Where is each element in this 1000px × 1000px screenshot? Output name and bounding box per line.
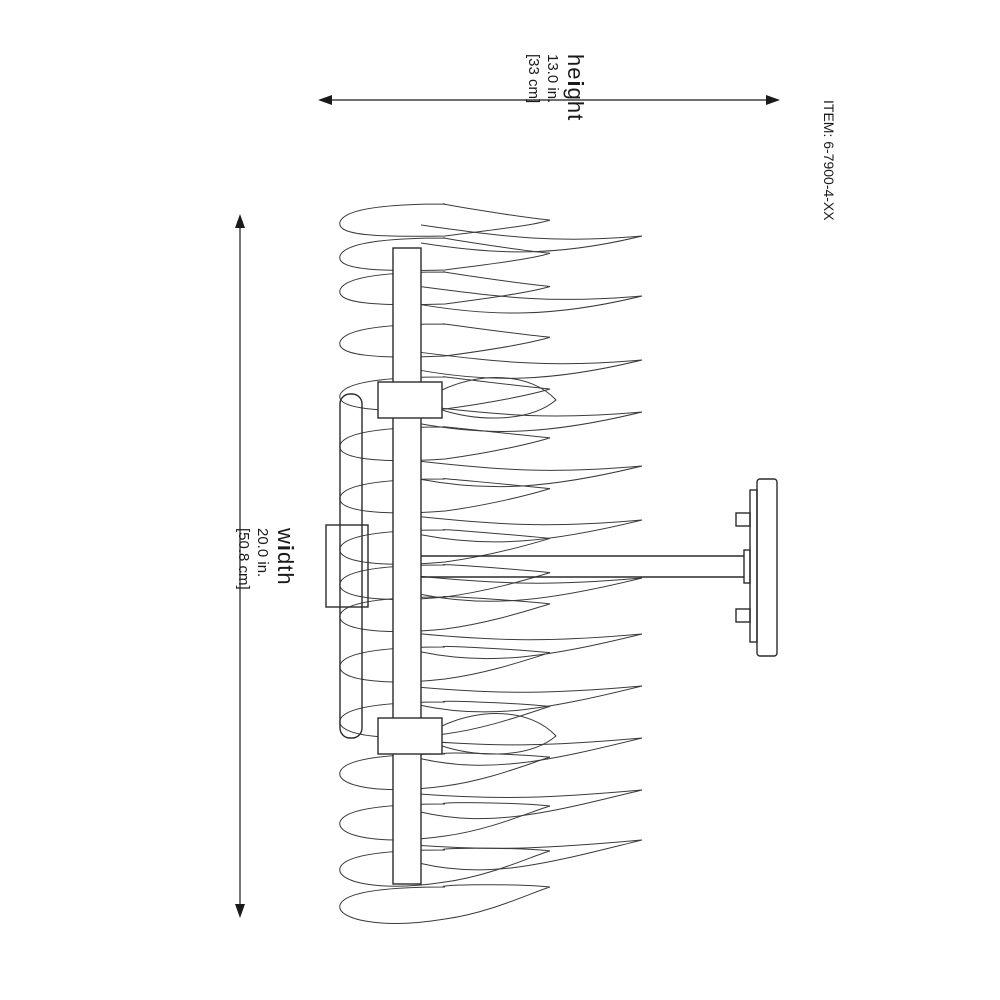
width-word: width [273,528,298,586]
height-label: height 13.0 in. [33 cm] [525,54,588,122]
leaf-short [339,478,551,514]
width-dimension-arrow [235,214,245,918]
frame [325,247,557,885]
canopy-plate [756,478,778,657]
leaf-short [339,884,551,924]
leaf-array [339,203,643,924]
height-word: height [563,54,588,122]
item-code: ITEM: 6-7900-4-XX [821,100,837,221]
canopy-screw-top [735,512,751,527]
leaf-short [339,323,551,358]
height-dimension-arrow [318,95,780,105]
leaf-short [339,752,551,791]
leaf-short [339,203,551,237]
leaf-long [420,633,643,660]
height-metric: [33 cm] [525,54,542,104]
leaf-long [420,405,643,432]
leaf-short [339,700,551,738]
upper-candle-bulb [441,377,557,419]
leaf-short [339,237,551,271]
leaf-long [420,789,643,820]
width-imperial: 20.0 in. [254,528,271,578]
upper-socket-cup [377,381,443,419]
leaf-long [420,286,643,314]
lower-candle-bulb [441,713,557,755]
leaf-long [420,685,643,713]
leaf-short [339,645,551,683]
leaf-short [339,426,551,462]
leaf-long [420,351,643,379]
height-imperial: 13.0 in. [544,54,561,104]
width-label: width 20.0 in. [50.8 cm] [235,528,298,590]
leaf-short [339,271,551,306]
leaf-long [420,516,643,543]
leaf-short [339,802,551,841]
leaf-short [339,596,551,633]
leaf-long [420,737,643,766]
leaf-long [420,224,643,253]
center-hub [325,524,369,608]
leaf-long [420,460,643,488]
leaf-long [420,575,643,602]
lower-socket-cup [377,717,443,755]
leaf-short [339,564,551,600]
width-metric: [50.8 cm] [235,528,252,590]
canopy-screw-bottom [735,608,751,623]
leaf-short [339,376,551,411]
main-bar [392,247,422,885]
leaf-short [339,529,551,565]
back-loop-frame [339,393,363,739]
leaf-long [420,839,643,871]
mounting-stem [421,478,778,657]
